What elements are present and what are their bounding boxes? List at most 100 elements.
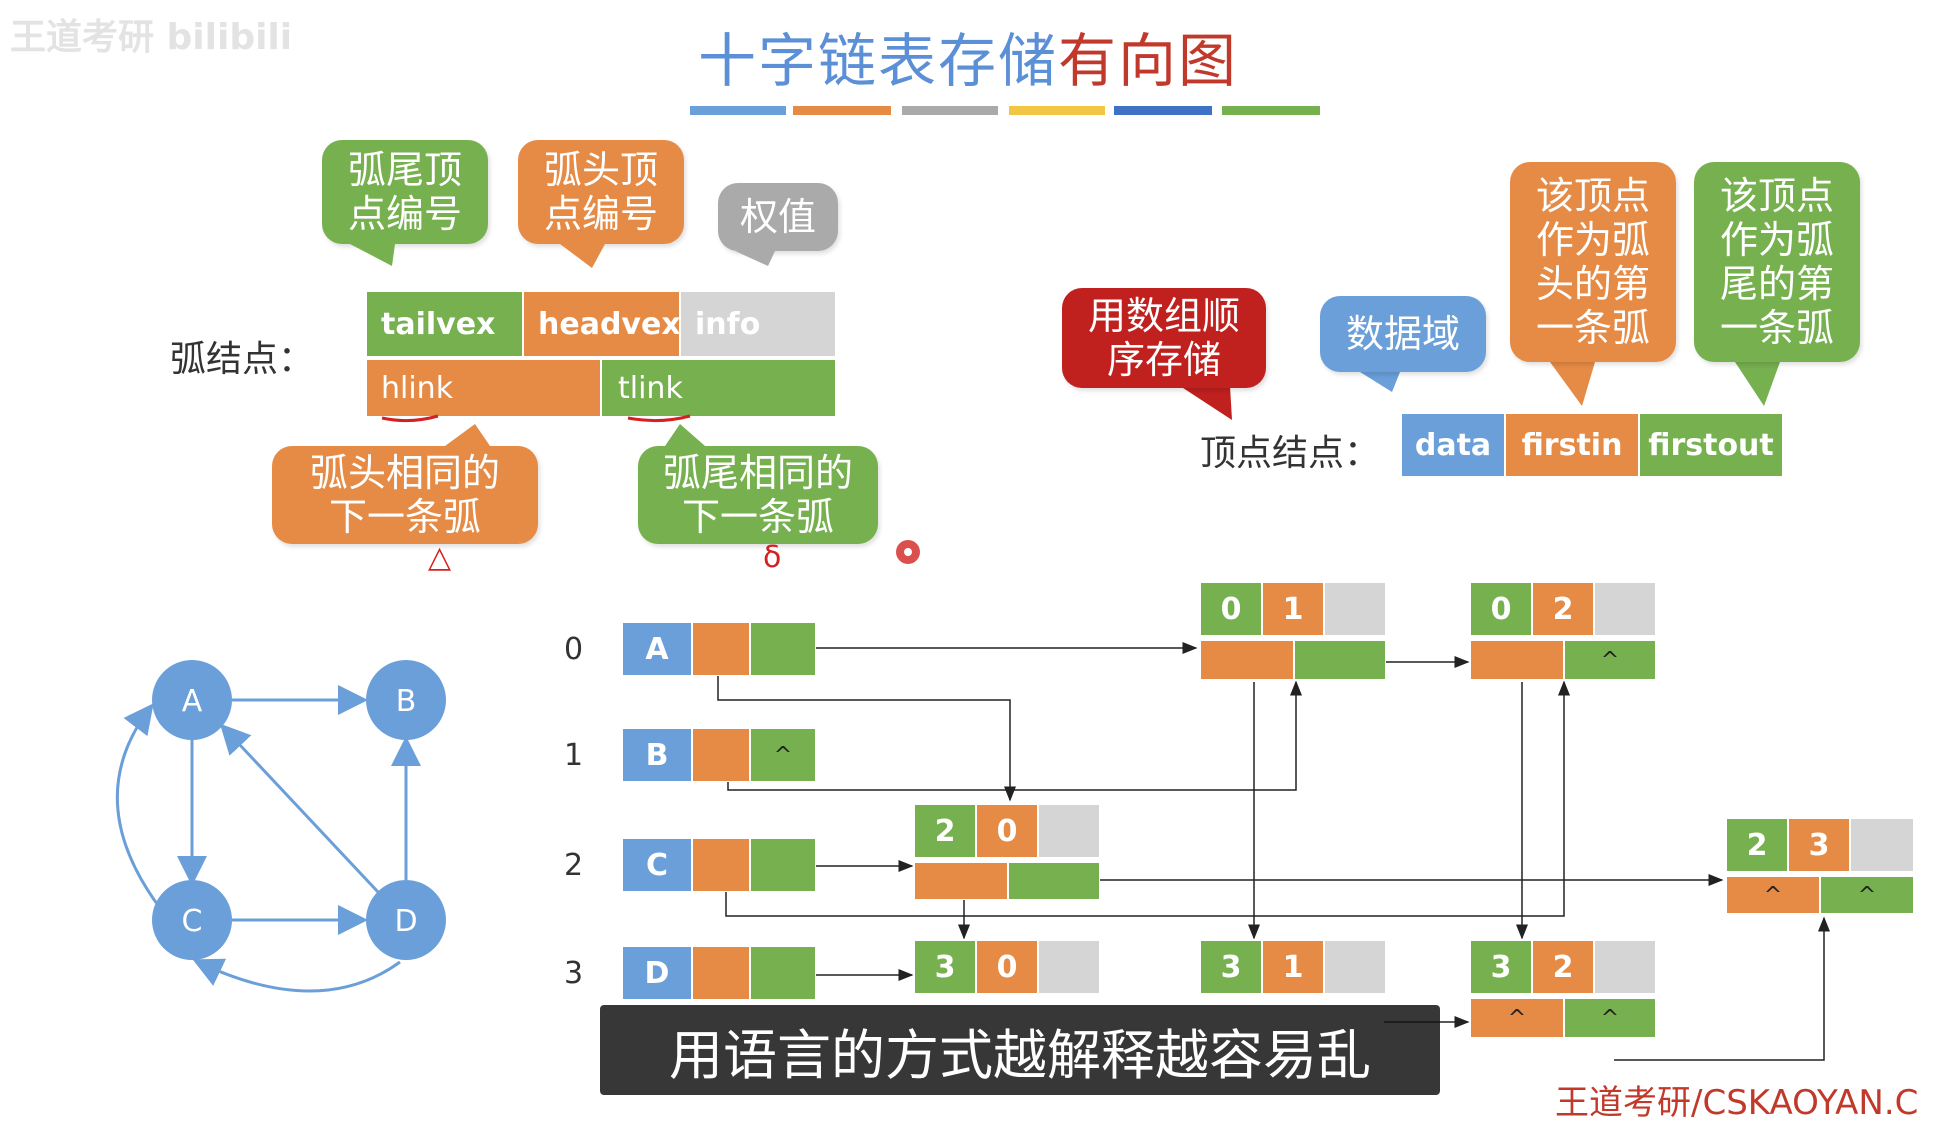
arc-tailvex: 3	[1470, 940, 1532, 994]
arc-info	[1038, 804, 1100, 858]
bubble-array-pointer	[1180, 386, 1232, 420]
vertex-firstout-c	[750, 838, 816, 892]
arc-headvex: 0	[976, 804, 1038, 858]
vertex-data-c: C	[622, 838, 692, 892]
title-bar-orange	[793, 106, 891, 115]
field-hlink: hlink	[367, 360, 602, 416]
title-bar-gray	[902, 106, 998, 115]
arc-headvex: 0	[976, 940, 1038, 994]
bubble-tail-vertex: 弧尾顶点编号	[322, 140, 488, 244]
arc-tlink	[1008, 862, 1100, 900]
arc-hlink	[1470, 640, 1564, 680]
vertex-firstout-a	[750, 622, 816, 676]
arc-tailvex: 0	[1200, 582, 1262, 636]
arc-tlink: ^	[1564, 640, 1656, 680]
arc-tlink	[1294, 640, 1386, 680]
bubble-data-field: 数据域	[1320, 296, 1486, 372]
link-c-firstin	[725, 680, 1570, 917]
arc-tlink: ^	[1820, 876, 1914, 914]
field-firstin: firstin	[1506, 414, 1640, 476]
field-tailvex: tailvex	[367, 292, 524, 356]
arc-tailvex: 0	[1470, 582, 1532, 636]
bubble-firstout-pointer	[1735, 362, 1780, 406]
vertex-data-d: D	[622, 946, 692, 1000]
bubble-head-pointer	[560, 244, 605, 268]
arc-headvex: 1	[1262, 582, 1324, 636]
vertex-index: 0	[564, 632, 584, 667]
link-a-firstin	[717, 668, 1016, 802]
arc-info	[1594, 940, 1656, 994]
bubble-firstin: 该顶点作为弧头的第一条弧	[1510, 162, 1676, 362]
graph-vertex-a-label: A	[182, 684, 203, 719]
vertex-index: 3	[564, 956, 584, 991]
arc-headvex: 2	[1532, 582, 1594, 636]
bubble-hlink: 弧头相同的下一条弧	[272, 446, 538, 544]
edge-d-c	[192, 958, 401, 993]
vertex-data-a: A	[622, 622, 692, 676]
field-data: data	[1402, 414, 1506, 476]
arc-tailvex: 2	[1726, 818, 1788, 872]
bubble-weight-pointer	[735, 251, 775, 266]
title-part1: 十字链表存储	[697, 27, 1058, 95]
title-part2: 有向图	[1058, 27, 1239, 95]
vertex-firstin-a	[692, 622, 750, 676]
arc-headvex: 2	[1532, 940, 1594, 994]
title-bar-yellow	[1009, 106, 1105, 115]
arc-hlink: ^	[1726, 876, 1820, 914]
video-subtitle: 用语言的方式越解释越容易乱	[600, 1005, 1440, 1095]
directed-graph: A B C D	[115, 642, 1830, 1061]
graph-vertex-c	[152, 880, 232, 960]
bubble-tail-pointer	[350, 244, 395, 266]
vertex-index: 2	[564, 848, 584, 883]
watermark: 王道考研 bilibili	[10, 17, 293, 58]
arc-hlink	[1200, 640, 1294, 680]
edge-c-a	[115, 703, 162, 909]
bubble-hlink-pointer	[445, 424, 490, 446]
footer-brand: 王道考研/CSKAOYAN.C	[1555, 1083, 1919, 1123]
arc-info	[1038, 940, 1100, 994]
graph-vertex-c-label: C	[182, 904, 203, 939]
bubble-array-store: 用数组顺序存储	[1062, 288, 1266, 388]
arc-tailvex: 2	[914, 804, 976, 858]
vertex-data-b: B	[622, 728, 692, 782]
arc-tlink: ^	[1564, 998, 1656, 1038]
arc-info	[1324, 940, 1386, 994]
laser-pointer-center	[904, 548, 912, 556]
bubble-data-pointer	[1360, 372, 1400, 392]
field-headvex: headvex	[524, 292, 681, 356]
mark-hlink: △	[428, 540, 452, 575]
page-title: 十字链表存储有向图	[0, 14, 1936, 98]
vertex-index: 1	[564, 738, 584, 773]
arc-info	[1594, 582, 1656, 636]
arc-hlink	[914, 862, 1008, 900]
mark-tlink: δ	[763, 540, 782, 575]
arc-tailvex: 3	[914, 940, 976, 994]
title-bar-green	[1222, 106, 1320, 115]
arc-headvex: 3	[1788, 818, 1850, 872]
vertex-firstin-b	[692, 728, 750, 782]
underline-tlink	[627, 414, 691, 423]
field-info: info	[681, 292, 837, 356]
link-d-firstin	[1614, 916, 1830, 1061]
field-firstout: firstout	[1640, 414, 1782, 476]
edge-d-a	[219, 723, 380, 894]
bubble-firstin-pointer	[1550, 362, 1595, 406]
bubble-head-vertex: 弧头顶点编号	[518, 140, 684, 244]
vertex-node-label: 顶点结点：	[1200, 433, 1381, 474]
underline-hlink	[381, 414, 439, 423]
graph-vertex-b-label: B	[396, 684, 417, 719]
arc-info	[1850, 818, 1914, 872]
bubble-tlink-pointer	[665, 424, 705, 446]
bubble-weight: 权值	[718, 183, 838, 251]
vertex-firstout-b: ^	[750, 728, 816, 782]
graph-vertex-d-label: D	[394, 904, 417, 939]
vertex-firstout-d	[750, 946, 816, 1000]
vertex-firstin-d	[692, 946, 750, 1000]
graph-vertex-d	[366, 880, 446, 960]
bubble-tlink: 弧尾相同的下一条弧	[638, 446, 878, 544]
bubble-firstout: 该顶点作为弧尾的第一条弧	[1694, 162, 1860, 362]
arc-hlink: ^	[1470, 998, 1564, 1038]
arc-tailvex: 3	[1200, 940, 1262, 994]
title-bar-blue	[690, 106, 786, 115]
field-tlink: tlink	[602, 360, 837, 416]
